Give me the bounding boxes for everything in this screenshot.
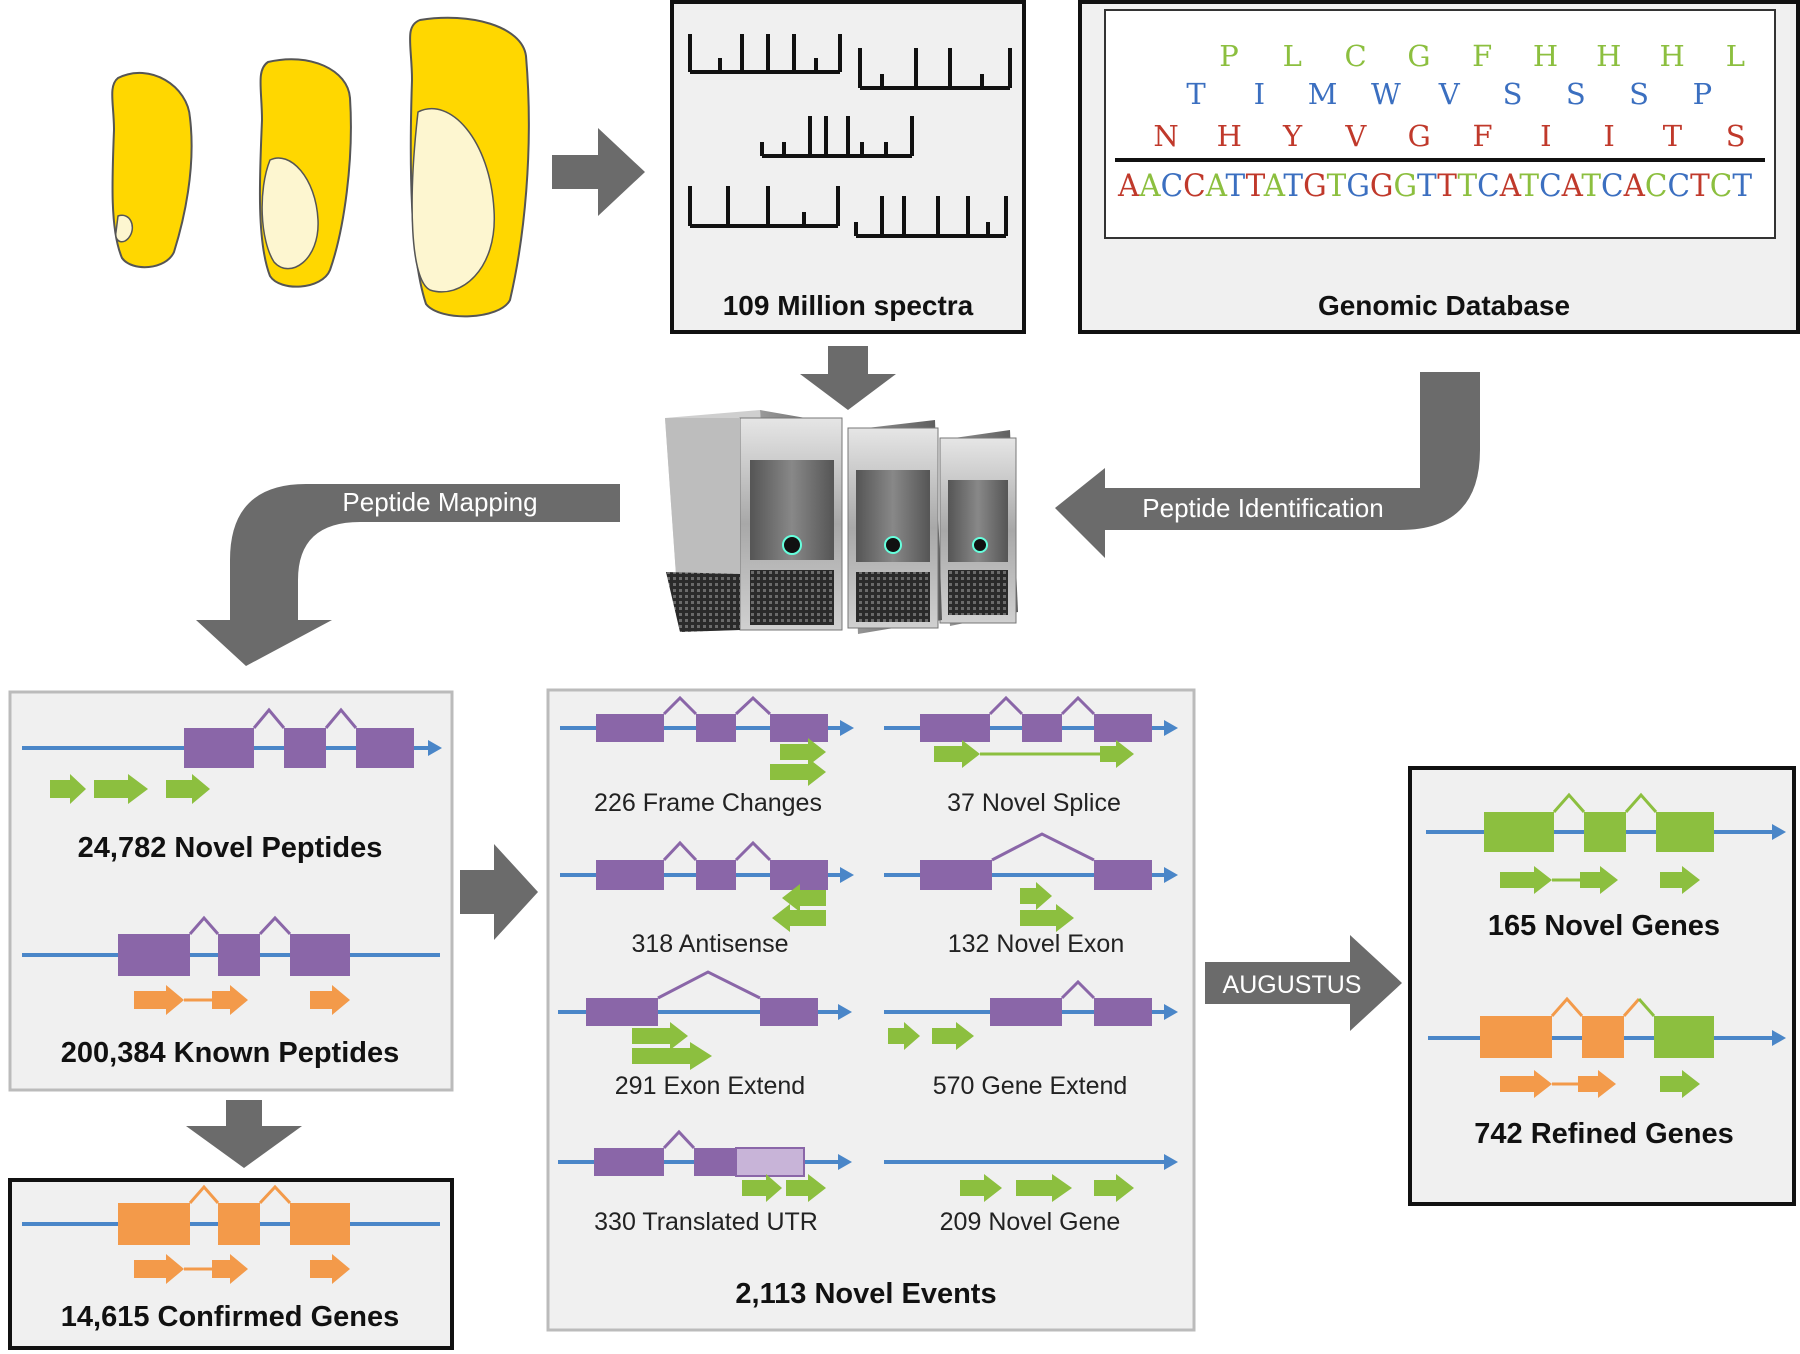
- confirmed-genes-label: 14,615 Confirmed Genes: [61, 1301, 399, 1333]
- spectrum-trace: [854, 196, 1008, 238]
- frame2-residue: S: [1629, 77, 1649, 111]
- frame3-residue: N: [1153, 119, 1178, 153]
- augustus-arrow: AUGUSTUS: [1205, 935, 1402, 1031]
- event-antisense-diagram: [560, 840, 854, 932]
- spectrum-trace: [760, 116, 914, 158]
- arrow-kernels-to-spectra: [552, 128, 645, 216]
- frame1-residue: P: [1219, 39, 1239, 73]
- novel-genes-label: 165 Novel Genes: [1488, 910, 1720, 942]
- frame2-residue: P: [1693, 77, 1713, 111]
- event-label-4: 132 Novel Exon: [948, 930, 1125, 958]
- event-translated-utr-diagram: [558, 1129, 852, 1202]
- event-label-3: 318 Antisense: [631, 930, 788, 958]
- kernel-early-embryo: [115, 214, 134, 243]
- server-right: [939, 430, 1018, 626]
- frame3-residue: T: [1663, 119, 1683, 153]
- kernel-early: [111, 72, 193, 269]
- spectra-peaks: [688, 34, 1012, 238]
- event-label-2: 37 Novel Splice: [947, 789, 1121, 817]
- frame3-residue: I: [1603, 119, 1614, 153]
- frame2-residue: M: [1308, 77, 1338, 111]
- event-label-5: 291 Exon Extend: [615, 1072, 805, 1100]
- confirmed-genes-box: 14,615 Confirmed Genes: [8, 1178, 454, 1350]
- known-peptides-gene-model: [22, 915, 440, 976]
- frame1-residue: C: [1344, 39, 1366, 73]
- spectra-label: 109 Million spectra: [723, 290, 974, 321]
- peptide-identification-arrow: Peptide Identification: [1055, 372, 1480, 558]
- novel-events-box: 226 Frame Changes 37 Novel Splice 318 An…: [546, 688, 1196, 1332]
- event-label-1: 226 Frame Changes: [594, 789, 822, 817]
- event-novel-splice-diagram: [884, 695, 1178, 768]
- known-peptide-arrows: [134, 985, 350, 1015]
- kernel-late-embryo: [411, 108, 495, 293]
- frame3-residue: H: [1217, 119, 1242, 153]
- frame2-residue: W: [1371, 77, 1401, 111]
- event-label-7: 330 Translated UTR: [594, 1208, 818, 1236]
- refined-gene-model: [1428, 996, 1786, 1098]
- frame1-residue: G: [1407, 39, 1430, 73]
- peptide-mapping-arrow: Peptide Mapping: [196, 484, 620, 666]
- frame3-residue: S: [1726, 119, 1746, 153]
- frame2-residue: I: [1254, 77, 1265, 111]
- frame2-residue: T: [1186, 77, 1206, 111]
- frame2-residue: S: [1566, 77, 1586, 111]
- event-gene-extend-diagram: [884, 979, 1178, 1050]
- server-middle: [847, 420, 942, 634]
- frame3-residue: V: [1344, 119, 1367, 153]
- server-left: [665, 410, 843, 632]
- spectrum-trace: [688, 34, 842, 74]
- frame1-residue: H: [1596, 39, 1621, 73]
- event-novel-exon-diagram: [884, 832, 1178, 932]
- frame3-residue: G: [1408, 119, 1431, 153]
- peptide-mapping-label: Peptide Mapping: [342, 487, 537, 517]
- event-novel-gene-diagram: [884, 1154, 1178, 1202]
- genes-output-box: 165 Novel Genes 742 Refined Genes: [1408, 766, 1796, 1206]
- server-cluster-icon: [665, 410, 1018, 634]
- novel-peptides-label: 24,782 Novel Peptides: [78, 832, 383, 864]
- spectra-box: 109 Million spectra: [670, 0, 1026, 334]
- arrow-peptides-to-events: [460, 844, 538, 940]
- event-frame-changes-diagram: [560, 695, 854, 786]
- spectrum-trace: [688, 186, 840, 228]
- frame3-residue: I: [1540, 119, 1551, 153]
- corn-kernels-illustration: [111, 16, 530, 318]
- frame1-residue: L: [1283, 39, 1302, 73]
- peptide-identification-label: Peptide Identification: [1142, 493, 1383, 523]
- arrow-peptides-to-confirmed-head: [186, 1126, 302, 1168]
- known-peptides-label: 200,384 Known Peptides: [61, 1037, 399, 1069]
- novel-events-title: 2,113 Novel Events: [735, 1278, 996, 1310]
- event-label-6: 570 Gene Extend: [933, 1072, 1128, 1100]
- novel-gene-model: [1426, 792, 1786, 894]
- spectrum-trace: [858, 48, 1012, 90]
- arrow-spectra-to-server: [800, 346, 896, 410]
- refined-genes-label: 742 Refined Genes: [1474, 1118, 1734, 1150]
- frame3-residue: Y: [1282, 119, 1303, 153]
- novel-peptides-gene-model: [22, 707, 442, 768]
- dna-sequence: AACCATTATGTGGGTTTCATCATCACCTCT: [1117, 168, 1752, 204]
- frame1-residue: F: [1472, 39, 1492, 73]
- event-label-8: 209 Novel Gene: [940, 1208, 1121, 1236]
- frame1-residue: H: [1659, 39, 1684, 73]
- genomic-database-label: Genomic Database: [1318, 290, 1570, 321]
- frame2-residue: S: [1503, 77, 1523, 111]
- kernel-mid-embryo: [261, 157, 319, 270]
- frame2-residue: V: [1438, 77, 1461, 111]
- novel-peptide-arrows: [50, 774, 210, 804]
- peptides-box: 24,782 Novel Peptides 200,384 Known Pept…: [8, 690, 454, 1092]
- event-exon-extend-diagram: [558, 970, 852, 1070]
- augustus-label: AUGUSTUS: [1223, 971, 1362, 999]
- frame1-residue: L: [1726, 39, 1745, 73]
- frame1-residue: H: [1533, 39, 1558, 73]
- frame3-residue: F: [1472, 119, 1492, 153]
